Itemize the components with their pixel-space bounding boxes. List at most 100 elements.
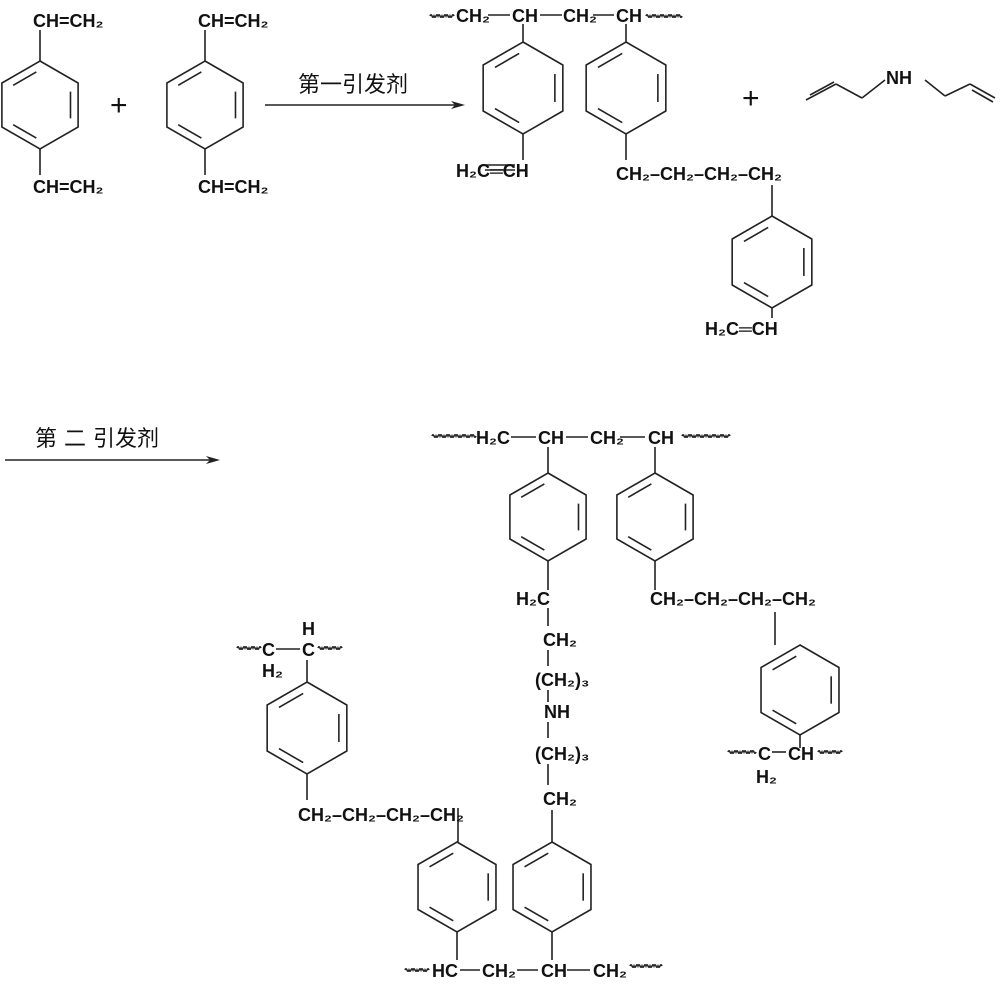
- double-bond-line: [494, 52, 520, 69]
- double-bond-line: [772, 709, 797, 725]
- amine-chain-ch2-2: CH₂: [543, 789, 577, 809]
- reactant2-top-vinyl: CH=CH₂: [198, 11, 269, 31]
- intermediate-backbone-ch-1: CH: [512, 6, 538, 26]
- reactant2-bottom-vinyl: CH=CH₂: [198, 177, 269, 197]
- double-bond-line: [12, 124, 37, 139]
- benzene-ring: [1, 60, 79, 150]
- double-bond-line: [278, 692, 304, 709]
- double-bond-line: [177, 124, 202, 139]
- benzene-ring: [760, 644, 840, 736]
- ring-outline: [1, 60, 79, 150]
- arrow-head: [451, 101, 465, 109]
- diallylamine-nh: NH: [886, 68, 912, 88]
- bond-line: [809, 81, 835, 96]
- double-bond-line: [627, 536, 652, 551]
- ring-outline: [512, 841, 592, 933]
- ring-outline: [482, 41, 564, 135]
- wavy-bond: [429, 13, 455, 19]
- bottom-ch2-2: CH₂: [593, 961, 627, 981]
- bond-line: [805, 83, 837, 101]
- wavy-bond: [727, 749, 757, 755]
- ring-outline: [731, 215, 813, 309]
- intermediate-backbone-ch2-1: CH₂: [456, 6, 490, 26]
- ring-outline: [417, 841, 497, 933]
- product-top-ch2: CH₂: [590, 428, 624, 448]
- benzene-ring: [266, 681, 348, 775]
- bottom-hc: HC: [432, 961, 458, 981]
- intermediate-pendant-vinyl: H₂C═CH: [456, 161, 529, 181]
- double-bond-line: [743, 226, 769, 243]
- amine-chain-ch2-3-1: (CH₂)₃: [535, 670, 589, 690]
- reactant1-top-vinyl: CH=CH₂: [33, 11, 104, 31]
- arrow2-label: 第 二 引发剂: [35, 427, 159, 452]
- bond-line: [971, 89, 994, 103]
- left-fragment-h2: H₂: [262, 661, 283, 681]
- product-top-ch-2: CH: [648, 428, 674, 448]
- ring-outline: [760, 644, 840, 736]
- ring-outline: [266, 681, 348, 775]
- double-bond-line: [494, 107, 520, 124]
- benzene-ring: [512, 841, 592, 933]
- bonds: [5, 13, 996, 973]
- double-bond-line: [597, 107, 623, 124]
- product-top-ch-1: CH: [538, 428, 564, 448]
- wavy-bond: [317, 645, 343, 651]
- arrow1-label: 第一引发剂: [298, 73, 408, 98]
- benzene-ring: [509, 472, 587, 562]
- amine-chain-nh: NH: [544, 702, 570, 722]
- benzene-ring: [417, 841, 497, 933]
- product-right-bridge: CH₂–CH₂–CH₂–CH₂: [650, 589, 816, 609]
- intermediate-pendant-vinyl-2: H₂C═CH: [705, 319, 778, 339]
- double-bond-line: [429, 852, 454, 868]
- reactant1-bottom-vinyl: CH=CH₂: [33, 177, 104, 197]
- benzene-ring: [731, 215, 813, 309]
- double-bond-line: [524, 852, 549, 868]
- left-fragment-c1: C: [262, 640, 275, 660]
- amine-chain-h2c: H₂C: [516, 589, 550, 609]
- double-bond-line: [743, 281, 769, 298]
- double-bond-line: [597, 52, 623, 69]
- wavy-bond: [236, 645, 262, 651]
- ring-outline: [616, 472, 694, 562]
- double-bond-line: [520, 483, 545, 498]
- product-top-h2c: H₂C: [476, 428, 510, 448]
- plus-sign-2: +: [742, 82, 760, 115]
- bond-line: [969, 83, 996, 99]
- wavy-bond: [645, 13, 683, 19]
- benzene-ring: [482, 41, 564, 135]
- amine-chain-ch2-1: CH₂: [543, 630, 577, 650]
- wavy-bond: [404, 967, 430, 973]
- ring-outline: [166, 60, 244, 150]
- bond-line: [924, 79, 946, 97]
- wavy-bond: [431, 433, 477, 439]
- wavy-bond: [817, 749, 843, 755]
- plus-sign-1: +: [110, 89, 128, 122]
- bond-line: [835, 83, 863, 99]
- wavy-bond: [629, 963, 663, 969]
- right-fragment-h2: H₂: [756, 767, 777, 787]
- ring-outline: [509, 472, 587, 562]
- intermediate-backbone-ch-2: CH: [616, 6, 642, 26]
- amine-chain-ch2-3-2: (CH₂)₃: [535, 744, 589, 764]
- double-bond-line: [772, 655, 797, 671]
- left-fragment-h: H: [302, 619, 315, 639]
- left-fragment-c2: C: [302, 640, 315, 660]
- bottom-ch2-1: CH₂: [482, 961, 516, 981]
- benzene-ring: [166, 60, 244, 150]
- right-fragment-ch: CH: [788, 744, 814, 764]
- double-bond-line: [12, 71, 37, 86]
- product-left-bridge: CH₂–CH₂–CH₂–CH₂: [298, 805, 464, 825]
- benzene-ring: [616, 472, 694, 562]
- double-bond-line: [177, 71, 202, 86]
- benzene-ring: [585, 41, 667, 135]
- arrow-head: [206, 456, 220, 464]
- wavy-bond: [681, 433, 731, 439]
- bottom-ch: CH: [541, 961, 567, 981]
- bond-line: [861, 79, 886, 99]
- intermediate-bridge: CH₂–CH₂–CH₂–CH₂: [616, 164, 782, 184]
- double-bond-line: [524, 906, 549, 922]
- double-bond-line: [520, 536, 545, 551]
- bond-line: [944, 83, 971, 97]
- ring-outline: [585, 41, 667, 135]
